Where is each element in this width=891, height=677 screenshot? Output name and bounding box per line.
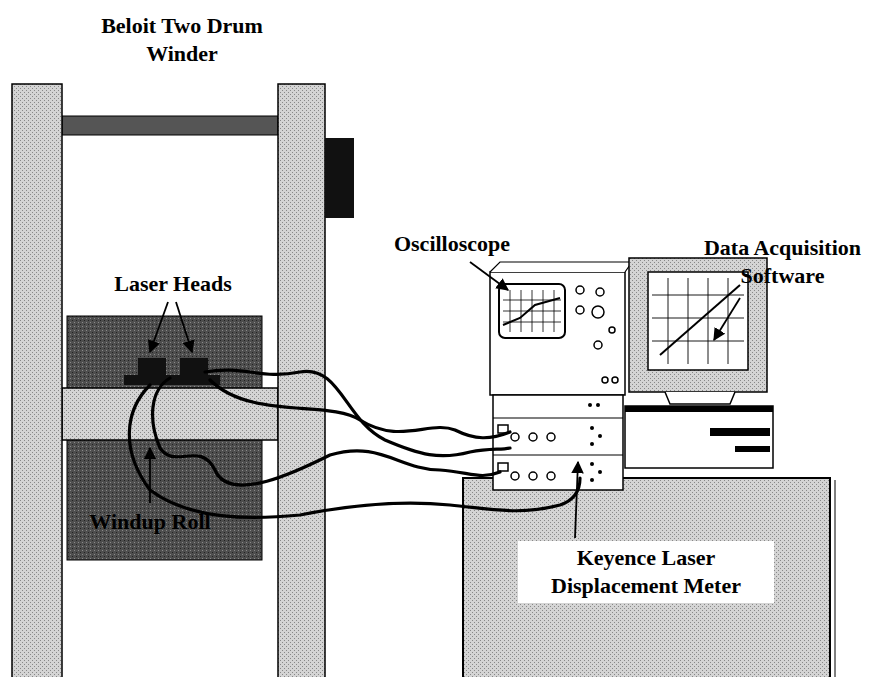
shaft [62, 388, 278, 440]
part-label: Keyence Laser Displacement Meter [518, 541, 774, 603]
part-label: Windup Roll [70, 508, 230, 536]
oscilloscope-body [490, 272, 625, 395]
meter-leds [588, 403, 602, 482]
drive-slot [710, 428, 770, 436]
cables [129, 370, 580, 517]
screen-plot [660, 285, 740, 355]
side-bracket [325, 138, 354, 218]
scope-trace [503, 298, 560, 325]
table [463, 478, 830, 677]
drive-slot [735, 446, 770, 452]
part-label: Data Acquisition Software [680, 234, 885, 289]
monitor-screen [648, 272, 748, 370]
oscilloscope-top [490, 262, 632, 272]
monitor-stand [665, 392, 735, 404]
scope-screen [499, 284, 565, 338]
computer-base [625, 406, 773, 468]
displacement-meter [493, 395, 623, 490]
laser-head [180, 358, 208, 378]
top-crossbar [62, 116, 278, 135]
table-edge [835, 480, 836, 677]
right-post [278, 84, 325, 677]
part-label: Oscilloscope [372, 230, 532, 258]
leader-arrows [150, 262, 740, 538]
laser-head [138, 358, 166, 378]
part-label: Laser Heads [92, 270, 254, 298]
left-post [12, 84, 62, 677]
winder-title: Beloit Two Drum Winder [82, 12, 282, 67]
scope-knobs [576, 286, 618, 383]
